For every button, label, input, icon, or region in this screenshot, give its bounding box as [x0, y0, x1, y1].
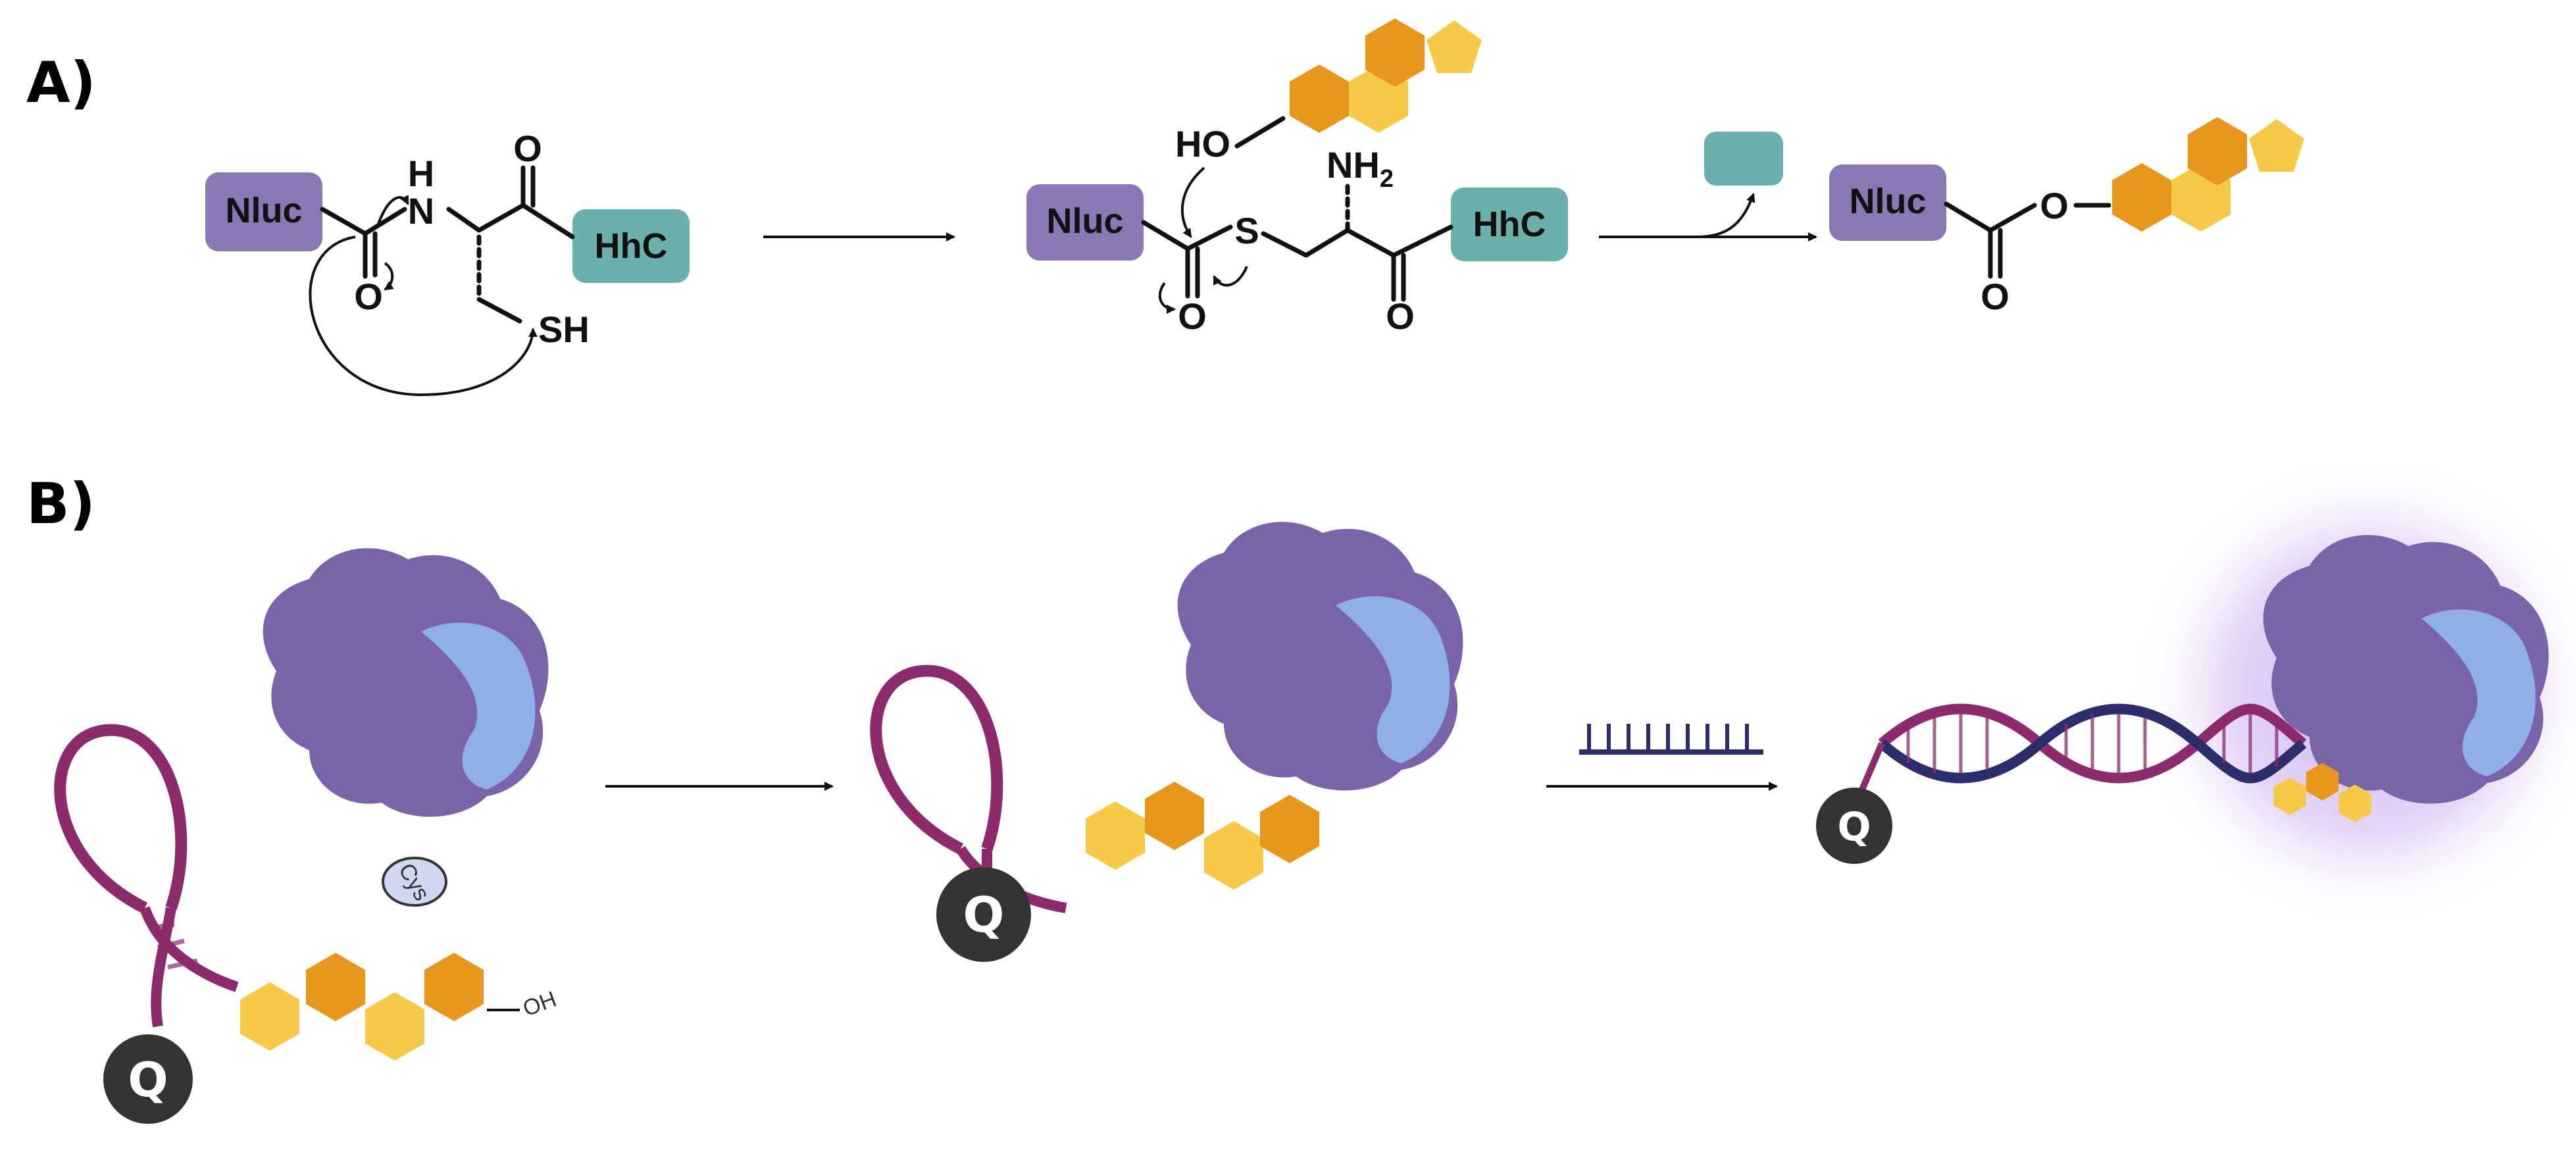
cholesterol-probe-2 [1086, 782, 1319, 890]
bond-ho [1234, 116, 1286, 149]
panel-b-label: B) [26, 471, 95, 537]
hhc-box-2 [1451, 188, 1568, 261]
atom-s: S [1234, 210, 1259, 251]
arrow-push-2 [384, 262, 394, 291]
bond-backbone-1 [320, 207, 407, 236]
cholesterol-group-1 [1290, 18, 1482, 133]
bond-co-2 [1185, 246, 1200, 299]
step1-peptide: Nluc HhC N H O O SH [205, 128, 690, 397]
atom-n: N [408, 190, 434, 232]
hairpin-probe: Q OH [54, 724, 560, 1124]
atom-nh2-sub: 2 [1380, 165, 1394, 193]
quencher-label-1: Q [128, 1052, 168, 1107]
bond-thioester [1141, 220, 1233, 251]
step3-ester-product: Nluc O O [1829, 117, 2304, 317]
nluc-label-2: Nluc [1046, 201, 1123, 241]
bond-co-3 [1391, 253, 1406, 302]
oh-label: OH [520, 986, 560, 1021]
bond-ch2-1 [476, 297, 522, 324]
dna-stem-rungs [151, 922, 198, 970]
atom-o-carbonyl-3: O [1981, 276, 2009, 317]
nluc-label-3: Nluc [1849, 182, 1926, 221]
quencher-circle-3 [1816, 788, 1892, 864]
step2-thioester: Nluc HhC S O O NH2 HO [1026, 18, 1568, 337]
protein-unbound: Cys [263, 548, 549, 907]
duplex-rungs [1906, 714, 2279, 773]
cys-tag [382, 857, 447, 907]
arrow-push-1 [377, 195, 409, 224]
duplex-glowing: Q [1816, 454, 2576, 928]
atom-o-ester: O [2040, 185, 2069, 226]
nluc-box-3 [1829, 164, 1946, 241]
arrow-attack-2 [1180, 166, 1205, 238]
atom-nh2-main: NH [1326, 144, 1380, 186]
bond-backbone-3 [1261, 224, 1453, 258]
protein-domain-light [421, 622, 536, 790]
dna-stem [139, 906, 239, 1028]
hhc-label-2: HhC [1473, 205, 1546, 244]
bond-carbonyl-1 [520, 165, 536, 208]
atom-o-thioester: O [1178, 295, 1207, 337]
hhc-label: HhC [595, 226, 668, 266]
atom-ho: HO [1175, 123, 1230, 164]
duplex-strand-b [1878, 703, 2307, 784]
atom-nh2: NH2 [1326, 144, 1394, 193]
bond-co-4 [1988, 228, 2003, 279]
quencher-circle-1 [103, 1034, 193, 1124]
dna-loop [54, 724, 188, 914]
quencher-label-3: Q [1837, 804, 1871, 850]
duplex-linker [1859, 742, 1885, 791]
conjugate-hairpin: Q [870, 522, 1463, 962]
cholesterol-group-2 [2112, 117, 2304, 232]
protein-domain-light-2 [1336, 596, 1450, 763]
nluc-box [205, 172, 322, 251]
hhc-box [572, 209, 690, 283]
cholesterol-probe-1 [240, 953, 484, 1061]
quencher-circle-2 [936, 867, 1031, 962]
atom-o-carbonyl: O [513, 128, 542, 169]
arrow-attack-1 [309, 236, 538, 397]
released-hhc-box [1704, 132, 1783, 186]
bond-ester [1944, 201, 2037, 233]
atom-nh: H [408, 153, 434, 194]
atom-o-amide: O [354, 276, 383, 317]
arrow-push-3 [1213, 266, 1248, 287]
duplex-strand-a [1878, 703, 2307, 784]
target-strand-icon [1579, 724, 1763, 755]
arrow-release-hhc [1697, 193, 1755, 238]
nluc-label: Nluc [225, 191, 302, 230]
bond-backbone-2 [446, 203, 575, 240]
arrow-push-4 [1158, 282, 1176, 314]
dna-loop-2 [870, 665, 1003, 855]
atom-o-carbonyl-2: O [1386, 295, 1415, 337]
atom-sh: SH [538, 309, 590, 350]
protein-domain-light-3 [2421, 609, 2536, 776]
panel-a-label: A) [26, 50, 96, 116]
quencher-label-2: Q [963, 887, 1005, 944]
nluc-box-2 [1026, 184, 1144, 261]
